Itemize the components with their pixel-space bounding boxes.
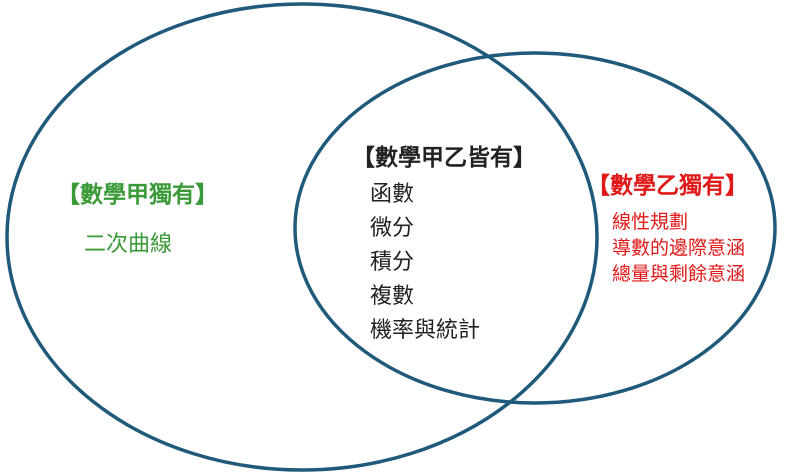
math-a-only-item: 二次曲線 [84, 232, 173, 257]
math-b-only-title: 【數學乙獨有】 [587, 173, 748, 199]
shared-item: 函數 [370, 182, 415, 207]
math-a-circle [5, 2, 599, 472]
math-a-only-title: 【數學甲獨有】 [57, 182, 218, 208]
math-b-only-item: 總量與剩餘意涵 [612, 263, 746, 285]
shared-title: 【數學甲乙皆有】 [352, 145, 536, 171]
math-b-only-item: 線性規劃 [612, 211, 689, 233]
math-b-circle [293, 51, 777, 405]
shared-item: 機率與統計 [370, 318, 481, 343]
shared-item: 積分 [370, 250, 415, 275]
math-b-only-item: 導數的邊際意涵 [612, 237, 746, 259]
math-b-only-items: 線性規劃 導數的邊際意涵 總量與剩餘意涵 [612, 209, 745, 287]
shared-item: 複數 [370, 284, 415, 309]
shared-items: 函數 微分 積分 複數 機率與統計 [370, 178, 480, 348]
shared-item: 微分 [370, 216, 415, 241]
math-a-only-items: 二次曲線 [84, 228, 172, 262]
